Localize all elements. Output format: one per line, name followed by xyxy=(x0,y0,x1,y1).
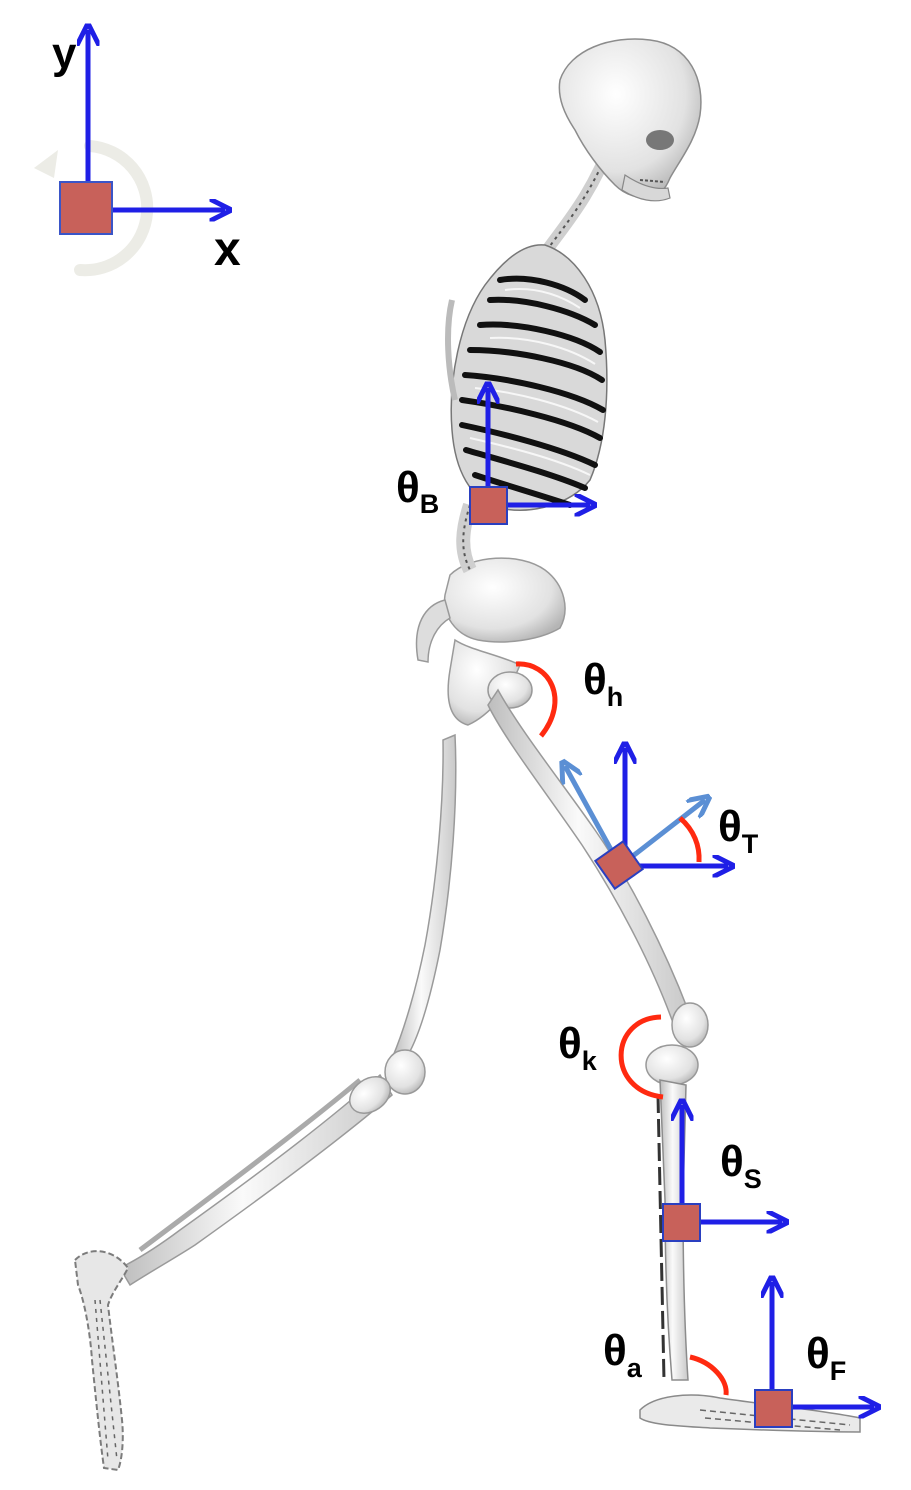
pelvis-sacrum xyxy=(415,599,451,663)
theta-h-label: θh xyxy=(583,655,623,712)
skull xyxy=(558,38,702,202)
ankle-angle: θa xyxy=(603,1326,729,1396)
hip-angle: θh xyxy=(515,655,623,738)
body-frame: θB xyxy=(396,388,590,525)
theta-s-label: θS xyxy=(720,1137,762,1194)
back-tibia xyxy=(118,1073,393,1287)
thigh-local-x-arrow xyxy=(618,800,705,868)
hip-angle-arc xyxy=(515,661,558,738)
rib-cage xyxy=(450,244,608,511)
front-foot xyxy=(639,1394,861,1433)
theta-t-label: θT xyxy=(718,802,759,859)
back-foot xyxy=(73,1250,130,1472)
thigh-frame-marker xyxy=(593,839,645,891)
back-patella xyxy=(384,1049,426,1095)
thigh-frame: θT xyxy=(565,748,759,891)
shank-frame: θS xyxy=(662,1105,782,1242)
back-leg xyxy=(73,733,457,1472)
shoulder-blade xyxy=(445,299,458,401)
back-knee-head xyxy=(349,1076,391,1114)
front-patella xyxy=(671,1002,709,1048)
global-coordinate-frame: y x xyxy=(34,29,241,277)
body-frame-marker xyxy=(469,486,508,525)
thigh-angle-arc xyxy=(678,816,702,863)
foot-frame-marker xyxy=(754,1389,793,1428)
front-knee-head xyxy=(645,1044,699,1086)
pelvis-ilium xyxy=(443,557,566,643)
knee-angle: θk xyxy=(558,1014,664,1100)
jaw xyxy=(621,174,671,202)
eye-socket xyxy=(646,130,674,150)
theta-b-label: θB xyxy=(396,463,439,519)
back-fibula xyxy=(138,1078,362,1252)
foot-frame: θF xyxy=(754,1282,874,1428)
y-axis-label: y xyxy=(52,29,77,78)
cranium xyxy=(558,38,702,198)
skeleton-figure xyxy=(73,38,861,1472)
rotation-direction-arc xyxy=(74,140,154,277)
front-femur xyxy=(487,688,689,1022)
ankle-angle-arc xyxy=(689,1354,729,1396)
knee-angle-arc xyxy=(618,1014,664,1100)
back-femur xyxy=(391,733,457,1061)
theta-k-label: θk xyxy=(558,1019,598,1076)
theta-f-label: θF xyxy=(806,1329,846,1386)
rotation-arrowhead-icon xyxy=(34,150,58,178)
global-origin-frame xyxy=(59,181,113,235)
shank-frame-marker xyxy=(662,1203,701,1242)
x-axis-label: x xyxy=(214,223,241,276)
front-leg xyxy=(487,688,861,1433)
theta-a-label: θa xyxy=(603,1326,643,1383)
